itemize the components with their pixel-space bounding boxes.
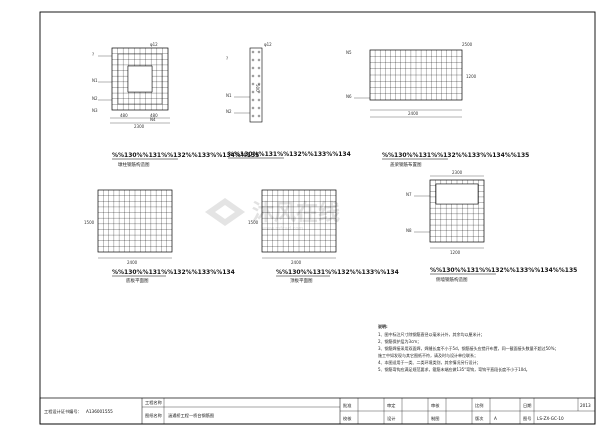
drawing-value: 涵通桥工程—桥台钢筋图 [168, 412, 214, 419]
view-2-mark-2: N2 [226, 109, 232, 114]
view-3-subcaption: 盖梁钢筋布置图 [390, 161, 422, 168]
cell-design: 设计 [387, 415, 395, 422]
view-4-caption: %%130%%131%%132%%133%%134 [112, 269, 235, 276]
notes-line-4: 施工中如发现与其它图纸不符，请及时与设计单位联系； [378, 352, 478, 358]
view-3-dim-right: 1200 [466, 74, 477, 79]
title-block-text: 工程设计证书编号： A136001555 工程名称 图纸名称 涵通桥工程—桥台钢… [44, 399, 591, 422]
view-3-mark-0: N5 [346, 50, 352, 55]
project-label: 工程名称 [145, 399, 162, 406]
view-2-column-section: 500 φ12 ? N1 N2 %%130%%131%%132%%133%%13… [226, 42, 351, 159]
view-3-cap-beam-rebar: 2400 1200 2500 N5 N6 %%130%%131%%132%%13… [346, 42, 529, 168]
cell-approve: 批准 [343, 402, 351, 409]
view-5-caption: %%130%%131%%132%%133%%134 [276, 269, 399, 276]
view-1-pier-rebar: 480 480 2300 φ12 ? N1 N2 N3 N4 %%130%%13… [92, 42, 259, 168]
view-4-subcaption: 底板平面图 [126, 277, 149, 284]
general-notes: 说明: 1、图中标注尺寸除钢筋直径以毫米计外，其余均以厘米计； 2、钢筋保护层为… [378, 323, 559, 372]
watermark-logo-icon [205, 198, 245, 226]
view-4-dim-left: 1500 [84, 220, 95, 225]
view-5-dim-left: 1500 [248, 220, 259, 225]
view-3-caption: %%130%%131%%132%%133%%134%%135 [382, 152, 529, 159]
view-1-caption: %%130%%131%%132%%133%%134%%135 [112, 152, 259, 159]
view-1-subcaption: 墩柱钢筋构造图 [118, 161, 150, 168]
view-2-caption: %%130%%131%%132%%133%%134 [228, 151, 351, 158]
notes-line-6: 5、钢筋弯钩应满足规范要求，箍筋末端应做135°弯钩，弯钩平直段长度不小于10d… [378, 366, 530, 372]
notes-line-1: 1、图中标注尺寸除钢筋直径以毫米计外，其余均以厘米计； [378, 331, 485, 337]
date-value: 2013 [580, 403, 591, 408]
view-3-mark-1: N6 [346, 94, 352, 99]
view-6-dim-top: 2300 [452, 170, 463, 175]
view-6-caption: %%130%%131%%132%%133%%134%%135 [430, 267, 577, 274]
cell-authorize: 审定 [387, 402, 395, 409]
watermark-text: 沐风在线 [252, 200, 340, 226]
view-3-dim-bottom: 2400 [408, 111, 419, 116]
notes-line-5: 4、本图适用于一类、二类环境类别，其余情况另行设计； [378, 359, 481, 365]
view-4-bottom-slab-plan: 2400 1500 %%130%%131%%132%%133%%134 底板平面… [84, 189, 235, 284]
view-6-mark-0: N7 [406, 192, 412, 197]
view-1-dim-left: 480 [120, 113, 128, 118]
view-2-dim-mid: 500 [255, 84, 260, 92]
view-4-dim-bottom: 2400 [127, 260, 138, 265]
view-6-subcaption: 侧墙钢筋构造图 [436, 276, 468, 283]
view-1-tag: φ12 [150, 42, 158, 47]
drawing-label: 图纸名称 [145, 412, 162, 419]
scale-label: 比例 [475, 402, 483, 409]
view-1-mark-2: N2 [92, 96, 98, 101]
cell-review: 审核 [431, 402, 440, 409]
view-1-dim-bottom: 2300 [134, 124, 145, 129]
cell-draft: 制图 [431, 415, 439, 422]
view-2-tag: φ12 [264, 42, 272, 47]
view-5-subcaption: 顶板平面图 [290, 277, 313, 284]
design-cert-label: 工程设计证书编号： [44, 408, 82, 415]
cell-check: 校核 [343, 415, 352, 422]
view-3-tag: 2500 [462, 42, 473, 47]
view-6-side-wall-rebar: 2300 1200 N7 N8 %%130%%131%%132%%133%%13… [406, 170, 577, 283]
notes-line-2: 2、钢筋保护层为3cm； [378, 338, 421, 344]
view-1-mark-0: ? [92, 52, 94, 57]
watermark-url: www.mfcad.com [262, 226, 303, 232]
view-1-dim-right: 480 [150, 113, 158, 118]
view-2-mark-0: ? [226, 56, 228, 61]
sheet-number-label: 图号 [523, 416, 531, 422]
notes-line-3: 3、钢筋焊接采用双面焊，焊缝长度不小于5d，钢筋接头应错开布置，同一截面接头数量… [378, 345, 559, 351]
date-label: 日期 [523, 403, 531, 409]
view-2-mark-1: N1 [226, 93, 232, 98]
view-1-mark-4: N4 [150, 117, 156, 122]
design-cert-number: A136001555 [86, 409, 113, 414]
title-block [39, 397, 596, 425]
view-5-dim-bottom: 2400 [291, 260, 302, 265]
view-6-mark-1: N8 [406, 228, 412, 233]
view-6-dim-bottom: 1200 [450, 250, 461, 255]
sheet-number-value: LS-ZX-GC-10 [537, 416, 564, 421]
notes-title: 说明: [378, 323, 388, 329]
view-5-top-slab-plan: 2400 1500 %%130%%131%%132%%133%%134 顶板平面… [248, 189, 399, 284]
version-value: A [494, 416, 497, 421]
version-label: 版次 [475, 415, 484, 422]
view-1-mark-3: N3 [92, 108, 98, 113]
view-1-mark-1: N1 [92, 78, 98, 83]
